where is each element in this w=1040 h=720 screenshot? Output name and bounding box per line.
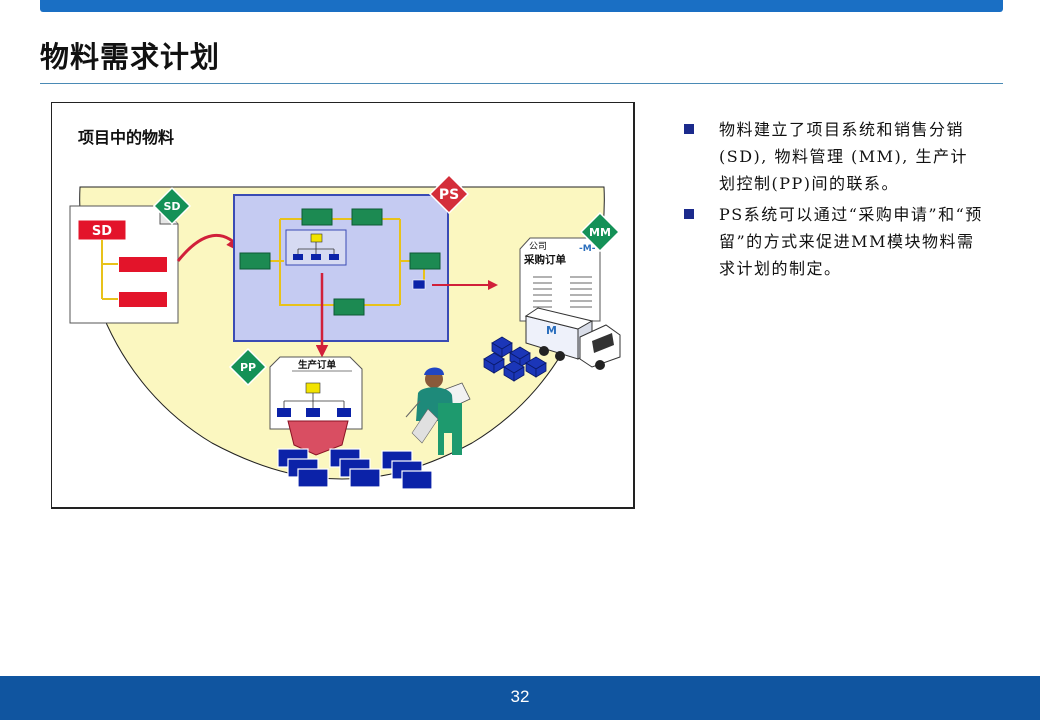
sd-sales-document: SD <box>69 205 179 324</box>
bullet-text: PS系统可以通过“采购申请”和“预留”的方式来促进MM模块物料需求计划的制定。 <box>719 205 983 278</box>
pp-badge-label: PP <box>240 361 256 374</box>
material-flow-diagram: SD SD PS <box>51 102 635 509</box>
production-funnel-icon <box>287 420 349 456</box>
bullet-square-icon <box>684 209 694 219</box>
figure-heading: 项目中的物料 <box>78 128 175 147</box>
page-title: 物料需求计划 <box>40 40 221 74</box>
pp-badge: PP <box>228 347 268 387</box>
bullet-list: 物料建立了项目系统和销售分销 (SD), 物料管理 (MM), 生产计划控制(P… <box>684 116 984 286</box>
purchase-order-document: 公司 -M- 采购订单 <box>519 237 601 322</box>
po-company-label: 公司 <box>529 241 547 252</box>
component-blocks <box>277 448 433 490</box>
top-accent-bar <box>40 0 1003 12</box>
sd-document-label: SD <box>92 224 112 239</box>
bullet-item: 物料建立了项目系统和销售分销 (SD), 物料管理 (MM), 生产计划控制(P… <box>684 116 984 197</box>
po-title: 采购订单 <box>523 253 566 266</box>
project-system-box <box>233 194 449 342</box>
sd-badge: SD <box>152 186 192 226</box>
mm-badge-label: MM <box>589 226 611 239</box>
ps-badge: PS <box>428 173 470 215</box>
title-divider <box>40 83 1003 84</box>
truck-logo: M <box>546 324 557 337</box>
production-order-title: 生产订单 <box>298 359 337 371</box>
production-order-document: 生产订单 <box>269 356 363 430</box>
po-logo: -M- <box>579 244 596 254</box>
bullet-item: PS系统可以通过“采购申请”和“预留”的方式来促进MM模块物料需求计划的制定。 <box>684 201 984 282</box>
footer-bar: 32 <box>0 676 1040 720</box>
bullet-text: 物料建立了项目系统和销售分销 (SD), 物料管理 (MM), 生产计划控制(P… <box>719 120 968 193</box>
sd-badge-label: SD <box>163 200 180 213</box>
bullet-square-icon <box>684 124 694 134</box>
material-stack-icon <box>483 336 547 382</box>
page-number: 32 <box>510 687 530 706</box>
delivery-truck-icon: M <box>524 307 621 370</box>
diagram-canvas: SD SD PS <box>69 173 621 490</box>
mm-badge: MM <box>579 211 621 253</box>
ps-badge-label: PS <box>439 187 459 203</box>
worker-figure-icon <box>405 367 471 455</box>
